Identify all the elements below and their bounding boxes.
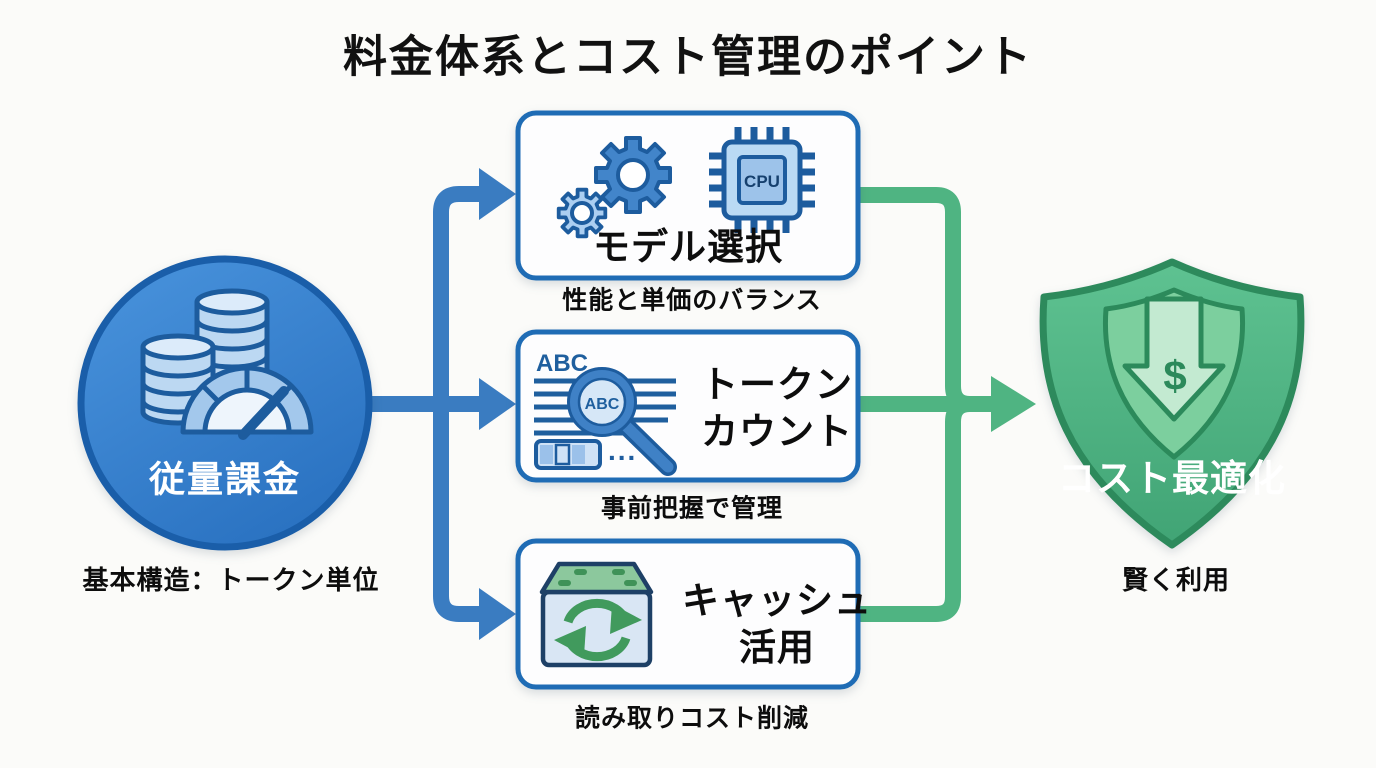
- blue-flow-arrows: [350, 168, 516, 640]
- ellipsis-text: ...: [608, 435, 637, 466]
- dollar-down-arrow-icon: $: [1102, 287, 1246, 460]
- step3-label: キャッシュ 活用: [682, 577, 872, 671]
- step3-caption: 読み取りコスト削減: [574, 704, 810, 733]
- recycle-icon: [554, 598, 642, 662]
- token-magnifier-icon: ABC ABC ...: [534, 350, 677, 476]
- arrowhead-model-selection: [479, 168, 516, 220]
- step2-label-line2: カウント: [701, 411, 853, 452]
- cpu-icon: CPU: [709, 127, 815, 233]
- coins-gauge-icon: [140, 288, 314, 440]
- arrowhead-cache: [479, 588, 516, 640]
- source-label: 従量課金: [148, 458, 302, 500]
- step2-label: トークン カウント: [701, 361, 853, 455]
- abc-lens-text: ABC: [585, 396, 620, 413]
- cpu-label: CPU: [744, 172, 780, 191]
- step1-caption: 性能と単価のバランス: [562, 286, 822, 315]
- arrow-branch-trunk: [433, 186, 481, 622]
- arrowhead-token-count: [479, 378, 516, 430]
- result-shield: $: [1039, 258, 1305, 549]
- cache-box-icon: [539, 561, 654, 668]
- result-label: コスト最適化: [1058, 457, 1286, 499]
- result-caption: 賢く利用: [1121, 564, 1231, 595]
- dollar-sign: $: [1163, 352, 1186, 399]
- gears-icon: [556, 136, 672, 239]
- step2-caption: 事前把握で管理: [600, 494, 784, 523]
- step3-label-line2: 活用: [739, 627, 815, 668]
- arrow-from-model-selection: [858, 187, 978, 412]
- step3-label-line1: キャッシュ: [682, 580, 872, 621]
- source-circle: [77, 255, 373, 551]
- diagram-title: 料金体系とコスト管理のポイント: [343, 32, 1033, 82]
- arrowhead-result: [991, 376, 1036, 432]
- green-flow-arrows: [858, 187, 1036, 622]
- source-caption: 基本構造：トークン単位: [82, 564, 380, 595]
- abc-text: ABC: [536, 350, 588, 377]
- step2-label-line1: トークン: [701, 364, 853, 405]
- arrow-from-cache: [858, 396, 978, 622]
- step1-label: モデル選択: [593, 226, 783, 268]
